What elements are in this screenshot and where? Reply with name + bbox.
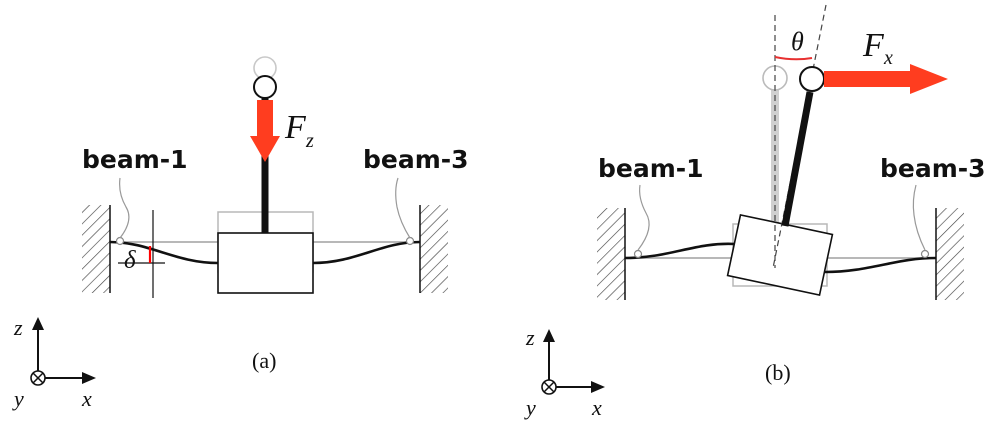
- caption-a: (a): [252, 348, 276, 373]
- left-wall-a: [82, 205, 110, 293]
- theta-arc-b: [774, 56, 813, 61]
- z-axis-arrowhead-b: [543, 329, 555, 342]
- anchor-pin-left-a: [115, 236, 125, 246]
- beam-3-deformed-b: [824, 256, 937, 274]
- proof-mass-b: [726, 213, 834, 297]
- anchor-pin-right-a: [405, 236, 415, 246]
- z-axis-label-b: z: [525, 325, 535, 350]
- y-axis-label-b: y: [524, 395, 536, 420]
- beam-1-label-b: beam-1: [598, 154, 704, 183]
- theta-label-b: θ: [791, 27, 804, 56]
- knob-a: [253, 75, 277, 99]
- x-axis-label-a: x: [81, 386, 92, 411]
- z-axis-label-a: z: [13, 315, 23, 340]
- anchor-pin-left-b: [633, 249, 643, 259]
- force-subscript-a: z: [305, 130, 314, 152]
- force-label-a: F: [284, 109, 307, 146]
- y-axis-cross-2-a: [32, 372, 44, 384]
- anchor-pin-right-b: [920, 249, 930, 259]
- panel-a: δ F z beam-1 beam-3 (a): [82, 56, 469, 373]
- x-axis-label-b: x: [591, 395, 602, 420]
- x-axis-arrowhead-a: [82, 372, 96, 384]
- beam-3-deformed-a: [312, 240, 421, 265]
- y-axis-label-a: y: [12, 386, 24, 411]
- force-arrow-head-b: [910, 64, 948, 94]
- right-wall-a: [420, 205, 448, 293]
- beam-3-label-b: beam-3: [880, 154, 986, 183]
- left-wall-b: [597, 208, 625, 300]
- force-arrow-shaft-a: [257, 100, 273, 136]
- leader-beam-3-a: [395, 177, 411, 239]
- axes-b: z y x: [524, 325, 605, 420]
- panel-b: θ F x beam-1 beam-3 (b): [597, 4, 986, 385]
- knob-b: [799, 66, 825, 92]
- proof-mass-a: [217, 232, 314, 294]
- beam-1-label-a: beam-1: [82, 145, 188, 174]
- leader-beam-1-b: [637, 184, 650, 251]
- stem-b: [781, 91, 814, 227]
- z-axis-arrowhead-a: [32, 317, 44, 330]
- axes-a: z y x: [12, 315, 96, 411]
- right-wall-b: [936, 208, 964, 300]
- leader-beam-3-b: [912, 184, 926, 251]
- force-arrow-shaft-b: [824, 71, 912, 87]
- force-arrow-head-a: [250, 136, 280, 162]
- y-axis-cross-2-b: [543, 381, 555, 393]
- force-subscript-b: x: [883, 47, 893, 69]
- force-label-b: F: [862, 27, 885, 64]
- leader-beam-1-a: [119, 177, 130, 239]
- x-axis-arrowhead-b: [591, 381, 605, 393]
- deflection-label-a: δ: [124, 247, 136, 274]
- caption-b: (b): [765, 360, 791, 385]
- beam-3-label-a: beam-3: [363, 145, 469, 174]
